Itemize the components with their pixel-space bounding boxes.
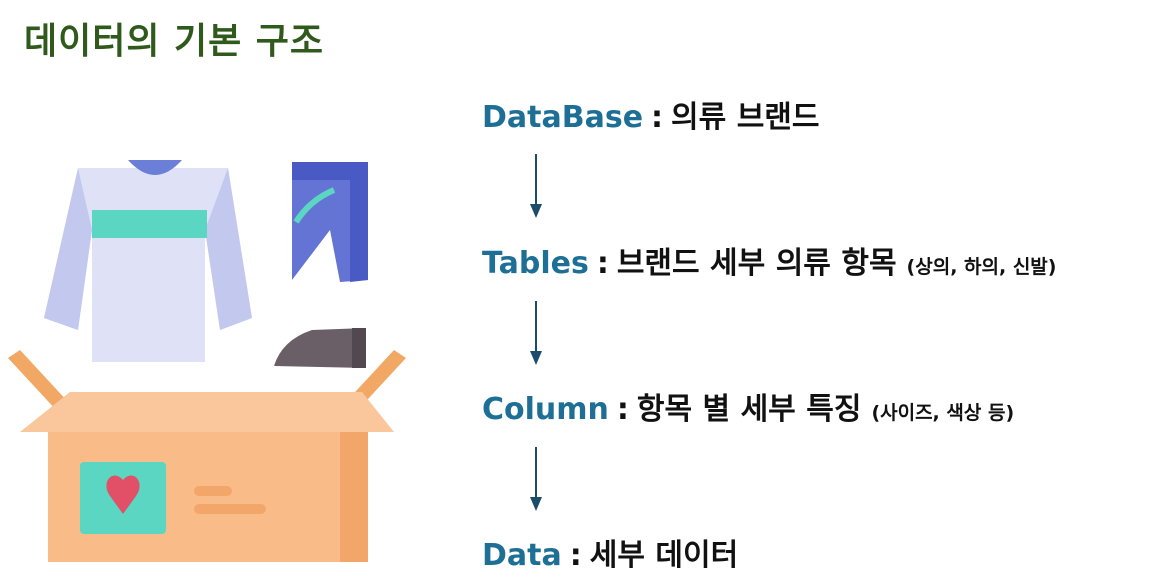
pants-icon [292, 162, 368, 282]
level-separator: : [569, 538, 582, 573]
level-keyword: Tables [482, 246, 589, 281]
level-separator: : [616, 392, 629, 427]
hierarchy-level-tables: Tables:브랜드 세부 의류 항목 (상의, 하의, 신발) [482, 238, 1056, 282]
hierarchy-level-database: DataBase:의류 브랜드 [482, 92, 820, 136]
level-description: 세부 데이터 [589, 538, 739, 573]
level-description: 브랜드 세부 의류 항목 [616, 246, 897, 281]
level-keyword: Data [482, 538, 562, 573]
shoe-icon [274, 328, 366, 368]
box-icon [8, 350, 406, 562]
down-arrow-icon [530, 301, 542, 365]
level-description: 항목 별 세부 특징 [636, 392, 862, 427]
level-note: (사이즈, 색상 등) [871, 402, 1015, 424]
level-separator: : [651, 100, 664, 135]
hierarchy-level-data: Data:세부 데이터 [482, 530, 738, 574]
level-description: 의류 브랜드 [671, 100, 820, 135]
level-keyword: Column [482, 392, 609, 427]
down-arrow-icon [530, 154, 542, 218]
level-keyword: DataBase [482, 100, 644, 135]
heart-icon [106, 475, 140, 514]
page-title: 데이터의 기본 구조 [24, 21, 325, 62]
down-arrow-icon [530, 447, 542, 511]
level-separator: : [596, 246, 609, 281]
shirt-icon [44, 160, 252, 362]
level-note: (상의, 하의, 신발) [906, 256, 1057, 278]
clothing-box-illustration [8, 160, 406, 562]
hierarchy-level-column: Column:항목 별 세부 특징 (사이즈, 색상 등) [482, 384, 1014, 428]
